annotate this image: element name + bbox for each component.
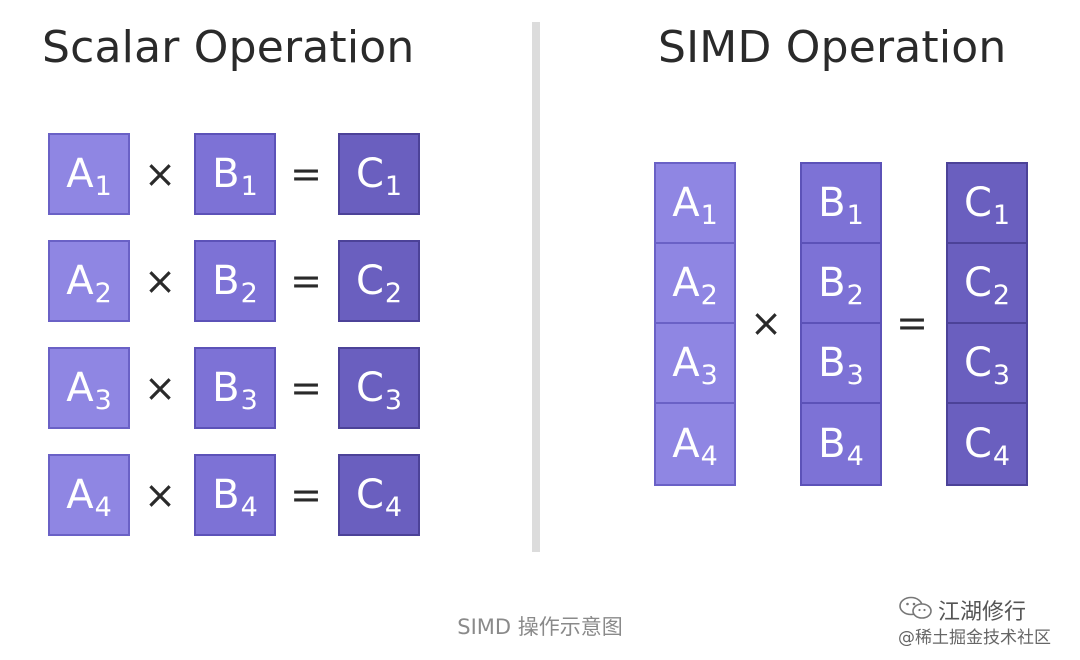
cell-subscript: 2 bbox=[992, 279, 1011, 311]
equals-operator: = bbox=[290, 259, 322, 303]
multiply-operator: × bbox=[750, 301, 782, 345]
cell-subscript: 2 bbox=[240, 277, 258, 309]
figure-caption: SIMD 操作示意图 bbox=[457, 615, 623, 639]
cell-letter: C bbox=[963, 421, 992, 467]
cell-subscript: 4 bbox=[240, 491, 258, 523]
cell-subscript: 3 bbox=[700, 359, 718, 391]
cell-subscript: 3 bbox=[240, 384, 258, 416]
cell-subscript: 3 bbox=[846, 359, 864, 391]
cell-letter: C bbox=[355, 151, 384, 197]
cell-subscript: 1 bbox=[384, 170, 403, 202]
cell-subscript: 1 bbox=[846, 199, 864, 231]
watermark-name: 江湖修行 bbox=[938, 600, 1027, 625]
multiply-operator: × bbox=[144, 473, 176, 517]
cell-letter: B bbox=[212, 151, 240, 197]
equals-operator: = bbox=[290, 473, 322, 517]
cell-letter: C bbox=[963, 340, 992, 386]
equals-operator: = bbox=[290, 366, 322, 410]
multiply-operator: × bbox=[144, 366, 176, 410]
cell-letter: A bbox=[66, 365, 94, 411]
cell-letter: B bbox=[212, 258, 240, 304]
cell-letter: A bbox=[66, 258, 94, 304]
cell-subscript: 1 bbox=[700, 199, 718, 231]
divider bbox=[532, 22, 540, 552]
cell-subscript: 4 bbox=[384, 491, 403, 523]
cell-letter: C bbox=[355, 472, 384, 518]
cell-letter: C bbox=[963, 260, 992, 306]
cell-subscript: 2 bbox=[846, 279, 864, 311]
cell-subscript: 4 bbox=[700, 440, 718, 472]
cell-letter: A bbox=[66, 151, 94, 197]
cell-letter: B bbox=[212, 365, 240, 411]
cell-subscript: 2 bbox=[94, 277, 112, 309]
cell-letter: B bbox=[818, 340, 846, 386]
cell-letter: B bbox=[818, 421, 846, 467]
cell-subscript: 3 bbox=[94, 384, 112, 416]
cell-subscript: 2 bbox=[384, 277, 403, 309]
cell-letter: A bbox=[672, 180, 700, 226]
cell-letter: C bbox=[355, 258, 384, 304]
cell-subscript: 1 bbox=[94, 170, 112, 202]
cell-subscript: 1 bbox=[992, 199, 1011, 231]
cell-letter: B bbox=[212, 472, 240, 518]
simd-title: SIMD Operation bbox=[658, 22, 1007, 73]
watermark: 江湖修行 @稀土掘金技术社区 bbox=[898, 596, 1078, 648]
multiply-operator: × bbox=[144, 152, 176, 196]
cell-letter: A bbox=[672, 340, 700, 386]
watermark-source: @稀土掘金技术社区 bbox=[898, 628, 1051, 648]
equals-operator: = bbox=[290, 152, 322, 196]
cell-subscript: 4 bbox=[94, 491, 112, 523]
cell-letter: A bbox=[672, 260, 700, 306]
scalar-title: Scalar Operation bbox=[42, 22, 415, 73]
cell-letter: B bbox=[818, 260, 846, 306]
cell-letter: C bbox=[355, 365, 384, 411]
cell-subscript: 3 bbox=[384, 384, 403, 416]
cell-letter: A bbox=[672, 421, 700, 467]
cell-letter: B bbox=[818, 180, 846, 226]
cell-subscript: 3 bbox=[992, 359, 1011, 391]
cell-subscript: 1 bbox=[240, 170, 258, 202]
equals-operator: = bbox=[896, 301, 928, 345]
wechat-icon bbox=[899, 596, 932, 619]
cell-subscript: 4 bbox=[846, 440, 864, 472]
cell-letter: A bbox=[66, 472, 94, 518]
cell-letter: C bbox=[963, 180, 992, 226]
cell-subscript: 2 bbox=[700, 279, 718, 311]
multiply-operator: × bbox=[144, 259, 176, 303]
cell-subscript: 4 bbox=[992, 440, 1011, 472]
